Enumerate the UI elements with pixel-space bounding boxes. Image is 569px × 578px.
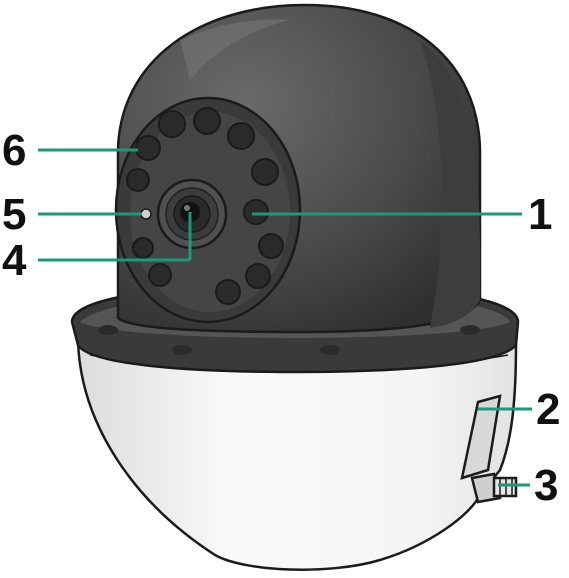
leader-lines [38, 148, 532, 487]
ir-led-icon [193, 107, 221, 135]
ir-led-icon [227, 122, 255, 150]
callout-1: 1 [528, 190, 552, 239]
side-slot [460, 394, 502, 480]
cable-connector [470, 472, 518, 504]
callout-3: 3 [534, 461, 558, 510]
ir-led-icon [245, 263, 271, 289]
callout-6: 6 [2, 126, 26, 175]
ir-led-icon [258, 233, 284, 259]
camera-lens [156, 178, 228, 250]
ir-led-icon [135, 135, 161, 161]
camera-base [76, 338, 518, 571]
ir-led-icon [243, 199, 269, 225]
ir-led-icon [215, 279, 241, 305]
ir-led-icon [126, 168, 150, 192]
callout-5: 5 [2, 190, 26, 239]
callout-2: 2 [536, 385, 560, 434]
ir-led-icon [158, 110, 186, 138]
ir-led-icon [132, 237, 154, 259]
ir-led-icon [251, 158, 279, 186]
ir-led-icon [148, 263, 172, 287]
light-sensor-icon [140, 208, 152, 220]
ir-led-ring [126, 107, 284, 305]
callout-4: 4 [2, 236, 27, 285]
